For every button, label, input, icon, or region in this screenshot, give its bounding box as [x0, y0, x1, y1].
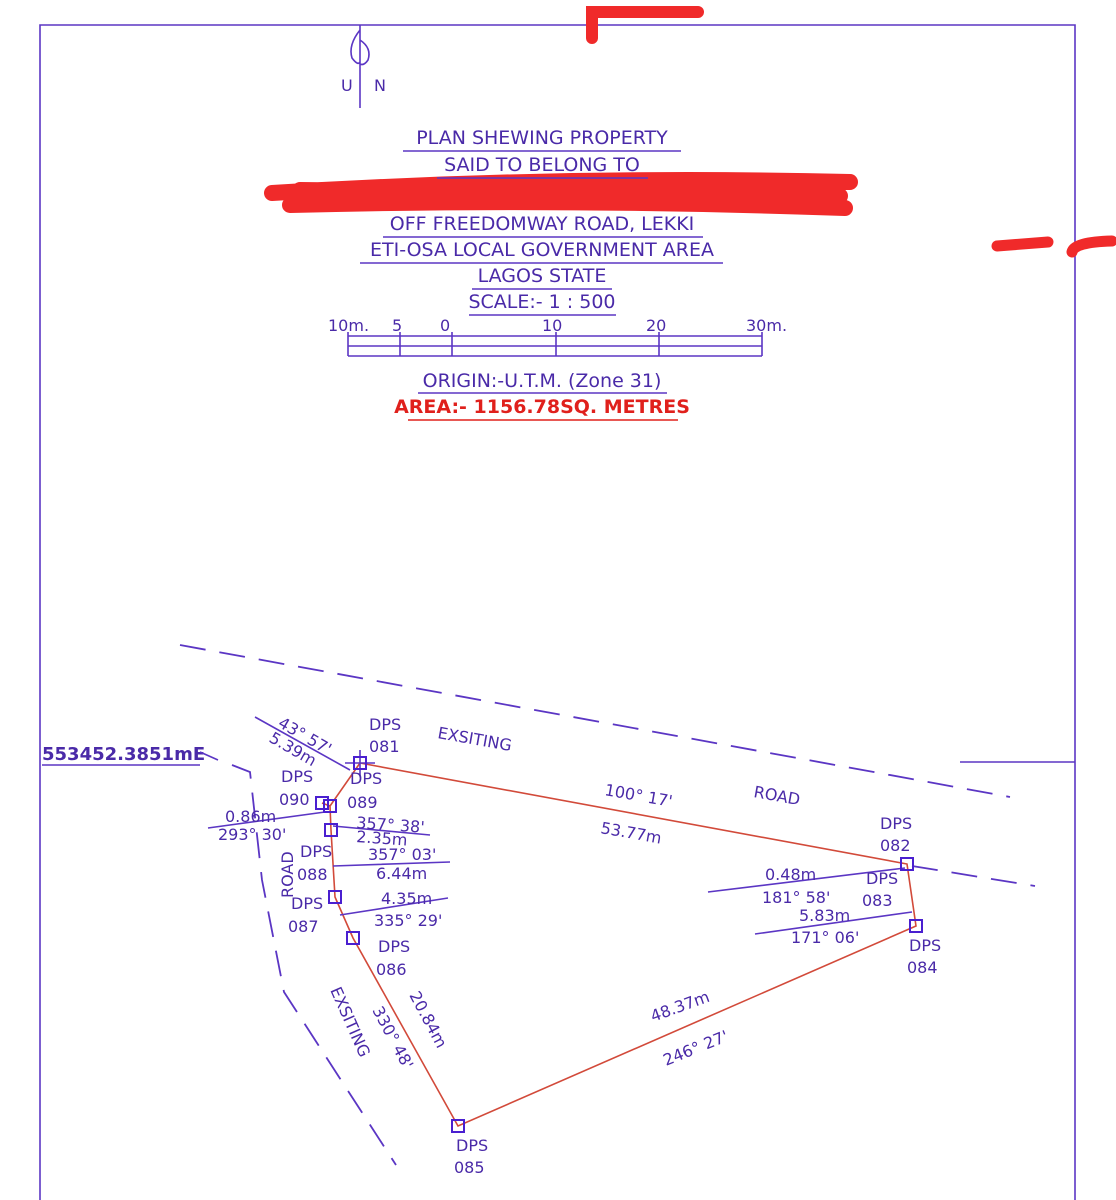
leg-distance: 6.44m — [376, 864, 427, 883]
title-line-6: LAGOS STATE — [478, 265, 607, 287]
point-label: DPS — [456, 1136, 488, 1155]
leg-distance: 20.84m — [405, 988, 451, 1051]
plan-frame — [39, 24, 1076, 1200]
point-label: DPS — [300, 842, 332, 861]
title-line-2: SAID TO BELONG TO — [444, 154, 640, 176]
pillar-090 — [315, 796, 329, 810]
scale-label: 10 — [542, 316, 562, 335]
title-line-1: PLAN SHEWING PROPERTY — [416, 127, 668, 149]
area-text: AREA:- 1156.78SQ. METRES — [394, 396, 690, 418]
redaction-marks — [264, 6, 1116, 258]
road-label-top: EXSITING — [436, 723, 513, 755]
point-label: 089 — [347, 793, 378, 812]
leg-bearing: 293° 30' — [218, 825, 286, 844]
north-arrow-icon: U N — [341, 25, 386, 108]
point-label: DPS — [909, 936, 941, 955]
north-arrow-n: N — [374, 76, 386, 95]
pillar-082 — [900, 857, 914, 871]
point-label: 086 — [376, 960, 407, 979]
pillar-081 — [353, 756, 367, 770]
leg-distance: 4.35m — [381, 889, 432, 908]
road-edges — [179, 644, 1036, 1166]
leg-bearing: 357° 38' — [356, 813, 426, 837]
point-label: DPS — [281, 767, 313, 786]
scale-label: 0 — [440, 316, 450, 335]
pillar-086 — [346, 931, 360, 945]
point-label: DPS — [350, 769, 382, 788]
point-label: 084 — [907, 958, 938, 977]
origin-text: ORIGIN:-U.T.M. (Zone 31) — [423, 370, 662, 392]
leg-bearing: 335° 29' — [374, 911, 442, 930]
scale-text: SCALE:- 1 : 500 — [468, 291, 615, 313]
road-label-top: ROAD — [752, 782, 801, 809]
easting-label: 553452.3851mE — [42, 744, 205, 765]
leg-bearing: 330° 48' — [368, 1003, 417, 1072]
leg-distance: 0.48m — [765, 865, 816, 884]
leg-distance: 2.35m — [356, 827, 408, 850]
leg-bearing: 181° 58' — [762, 888, 830, 907]
title-block: PLAN SHEWING PROPERTY SAID TO BELONG TO … — [360, 127, 723, 316]
north-arrow-u: U — [341, 76, 353, 95]
point-label: 085 — [454, 1158, 485, 1177]
boundary-pillars — [315, 756, 923, 1133]
leg-distance: 5.83m — [799, 906, 850, 925]
leg-labels: 100° 17' 53.77m 0.48m 181° 58' 5.83m 171… — [218, 713, 859, 1072]
point-label: DPS — [291, 894, 323, 913]
road-label-left: ROAD — [278, 851, 297, 898]
pillar-088 — [324, 823, 338, 837]
road-label-left: EXSITING — [326, 984, 374, 1060]
title-line-4: OFF FREEDOMWAY ROAD, LEKKI — [390, 213, 695, 235]
point-label: 090 — [279, 790, 310, 809]
point-label: DPS — [880, 814, 912, 833]
point-labels: DPS 081 DPS 082 DPS 083 DPS 084 DPS 085 … — [279, 715, 941, 1177]
leg-bearing: 100° 17' — [603, 780, 674, 811]
leg-bearing: 357° 03' — [368, 845, 436, 864]
point-label: 088 — [297, 865, 328, 884]
leg-bearing: 171° 06' — [791, 928, 859, 947]
pillar-085 — [451, 1119, 465, 1133]
title-line-5: ETI-OSA LOCAL GOVERNMENT AREA — [370, 239, 714, 261]
scale-label: 20 — [646, 316, 666, 335]
point-label: DPS — [378, 937, 410, 956]
pillar-089 — [323, 799, 337, 813]
leg-distance: 0.86m — [225, 807, 276, 826]
point-label: 087 — [288, 917, 319, 936]
scale-label: 10m. — [328, 316, 369, 335]
scale-label: 5 — [392, 316, 402, 335]
point-label: 081 — [369, 737, 400, 756]
point-label: DPS — [369, 715, 401, 734]
scale-label: 30m. — [746, 316, 787, 335]
scale-bar: 10m. 5 0 10 20 30m. — [328, 316, 787, 357]
pillar-084 — [909, 919, 923, 933]
point-label: DPS — [866, 869, 898, 888]
leg-distance: 53.77m — [599, 818, 663, 847]
point-label: 083 — [862, 891, 893, 910]
pillar-087 — [328, 890, 342, 904]
point-label: 082 — [880, 836, 911, 855]
